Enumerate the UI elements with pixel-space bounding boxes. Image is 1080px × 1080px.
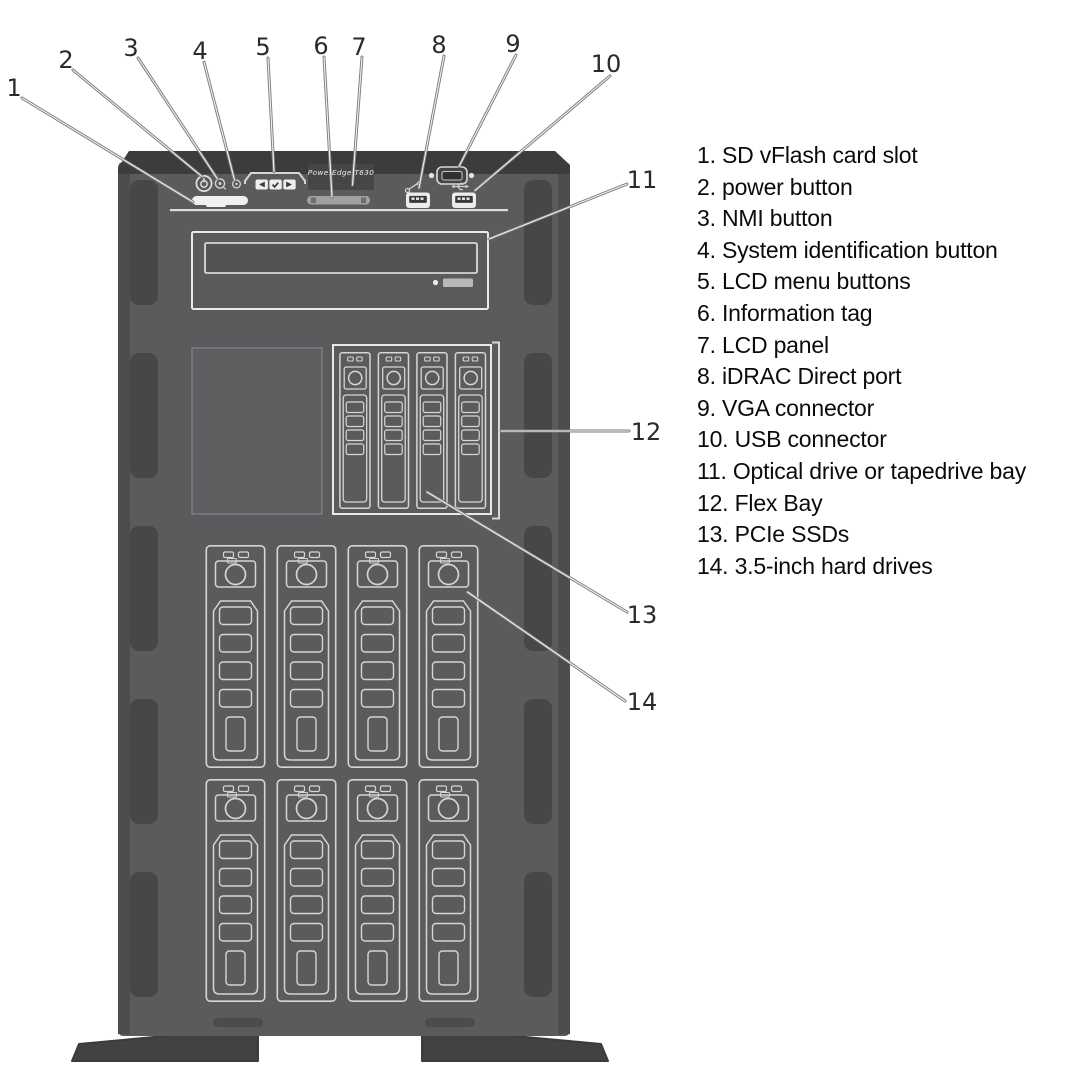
control-panel: PowerEdge T630: [170, 164, 508, 212]
flex-bay: [332, 341, 500, 520]
legend-item-3: 3. NMI button: [697, 205, 833, 232]
callout-number-10: 10: [591, 50, 622, 78]
optical-activity-led: [432, 279, 439, 286]
sd-vflash-card-slot: [192, 196, 248, 207]
vga-screw-left: [428, 172, 435, 179]
callout-number-7: 7: [351, 33, 366, 61]
legend-item-9: 9. VGA connector: [697, 394, 875, 421]
vent-left-5: [130, 872, 158, 997]
lcd-menu-bracket: [244, 172, 306, 184]
vent-left-1: [130, 180, 158, 305]
callout-number-9: 9: [505, 30, 520, 58]
callout-number-8: 8: [431, 31, 446, 59]
usb-connector: [452, 182, 476, 208]
flex-bay-bracket: [492, 341, 500, 520]
grip-bar-right: [425, 1018, 475, 1027]
brand-text: PowerEdge T630: [308, 168, 374, 177]
legend-item-5: 5. LCD menu buttons: [697, 268, 911, 295]
tower-body: [118, 162, 570, 1036]
optical-drive-bay: [191, 231, 489, 310]
legend-item-1: 1. SD vFlash card slot: [697, 142, 918, 168]
legend-item-6: 6. Information tag: [697, 299, 873, 326]
foot-right: [421, 1034, 609, 1062]
legend-item-11: 11. Optical drive or tapedrive bay: [697, 457, 1027, 484]
callout-number-3: 3: [123, 34, 138, 62]
legend-item-7: 7. LCD panel: [697, 331, 829, 358]
vga-connector: [428, 166, 475, 185]
callout-number-12: 12: [631, 418, 662, 446]
menu-select-icon: [271, 182, 279, 189]
nmi-button: [214, 178, 227, 190]
usb-icon: [452, 182, 470, 191]
menu-left-icon: [259, 181, 265, 188]
vent-right-5: [524, 872, 552, 997]
legend-item-14: 14. 3.5-inch hard drives: [697, 552, 933, 579]
foot-left: [71, 1034, 259, 1062]
lcd-panel: PowerEdge T630: [308, 164, 374, 190]
optical-tray: [204, 242, 478, 274]
callout-number-6: 6: [313, 32, 328, 60]
callout-number-1: 1: [6, 74, 21, 102]
legend-item-13: 13. PCIe SSDs: [697, 521, 850, 548]
vent-right-4: [524, 699, 552, 824]
legend: 1. SD vFlash card slot 2. power button 3…: [697, 140, 1077, 582]
callout-number-4: 4: [192, 37, 207, 65]
menu-right-icon: [286, 181, 292, 188]
blank-bay-cover: [191, 347, 323, 515]
tower-chassis: [71, 151, 609, 1062]
callout-number-14: 14: [627, 688, 658, 716]
vent-left-4: [130, 699, 158, 824]
callout-number-5: 5: [255, 33, 270, 61]
callout-number-13: 13: [627, 601, 658, 629]
vent-right-1: [524, 180, 552, 305]
tower-edge-right: [558, 170, 570, 1034]
information-tag: [307, 196, 370, 205]
callout-numbers: 1 2 3 4 5 6 7 8 9 10 11 12 13 14: [6, 30, 661, 716]
system-id-button: [231, 179, 242, 189]
lcd-menu-buttons: [244, 172, 306, 190]
legend-item-4: 4. System identification button: [697, 236, 998, 263]
legend-item-10: 10. USB connector: [697, 426, 887, 453]
vent-left-2: [130, 353, 158, 478]
power-button: [195, 175, 213, 192]
callout-number-2: 2: [58, 46, 73, 74]
grip-bar-left: [213, 1018, 263, 1027]
optical-eject-button: [443, 278, 473, 287]
legend-item-12: 12. Flex Bay: [697, 489, 823, 516]
legend-item-8: 8. iDRAC Direct port: [697, 363, 902, 390]
legend-item-2: 2. power button: [697, 173, 853, 200]
vent-right-2: [524, 353, 552, 478]
vga-screw-right: [468, 172, 475, 179]
tower-edge-left: [118, 170, 130, 1034]
callout-number-11: 11: [627, 166, 658, 194]
vent-left-3: [130, 526, 158, 651]
control-panel-divider: [170, 209, 508, 212]
